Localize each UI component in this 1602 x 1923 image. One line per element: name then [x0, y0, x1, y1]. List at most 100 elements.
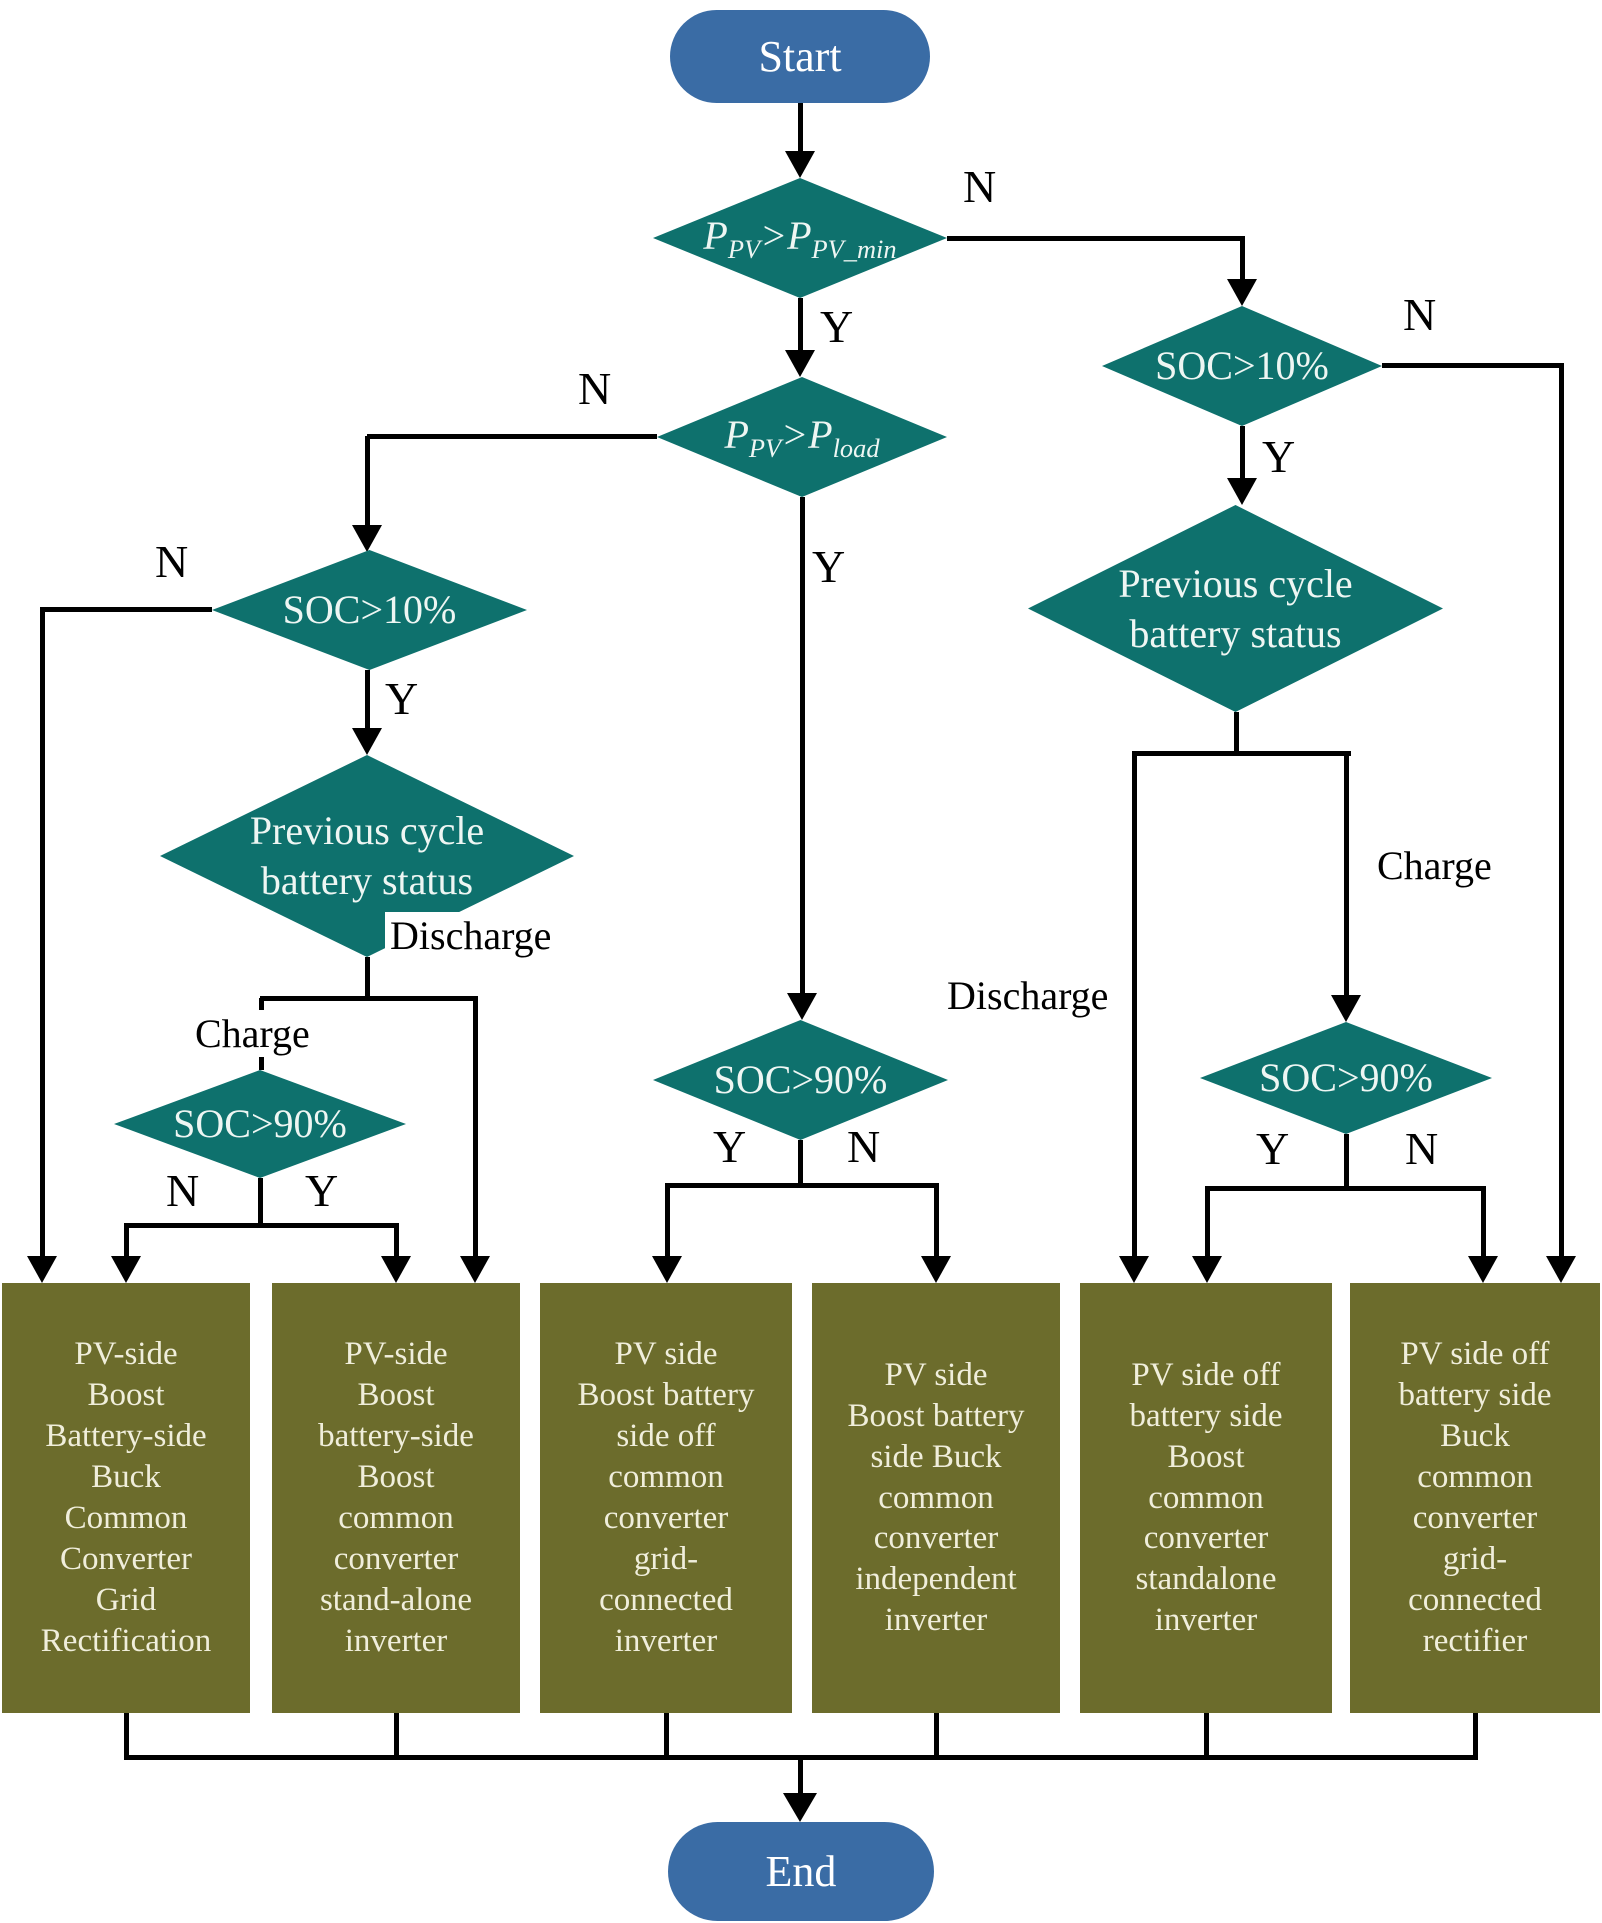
connector-line	[1473, 1713, 1478, 1760]
arrow-down-icon	[787, 993, 817, 1020]
decision-ppv-gt-pload-label: PPV>Pload	[724, 411, 880, 463]
connector-line	[258, 1178, 263, 1228]
decision-soc90-middle: SOC>90%	[653, 1020, 948, 1140]
label-d6-yes: Y	[1262, 431, 1296, 482]
connector-line	[664, 1713, 669, 1760]
process-box-5-label: PV side off battery side Boost common co…	[1129, 1356, 1283, 1639]
connector-line	[40, 609, 45, 1258]
connector-line	[1240, 426, 1245, 481]
arrow-down-icon	[352, 728, 382, 755]
connector-line	[124, 1713, 129, 1760]
arrow-down-icon	[783, 1793, 817, 1822]
connector-line	[1240, 238, 1245, 283]
connector-line	[40, 607, 212, 612]
label-d7-discharge: Discharge	[942, 972, 1114, 1019]
connector-line	[124, 1223, 399, 1228]
connector-line	[260, 996, 478, 1001]
connector-line	[473, 998, 478, 1258]
connector-line	[934, 1185, 939, 1260]
arrow-down-icon	[1546, 1256, 1576, 1283]
arrow-down-icon	[352, 525, 382, 552]
process-box-6-label: PV side off battery side Buck common con…	[1398, 1336, 1552, 1659]
decision-soc90-left: SOC>90%	[114, 1070, 406, 1178]
connector-line	[1132, 753, 1137, 1258]
label-d7-charge: Charge	[1372, 842, 1497, 889]
decision-ppv-gt-ppvmin-label: PPV>PPV_min	[703, 212, 897, 264]
connector-line	[365, 957, 370, 1000]
process-box-grid-connected-rectifier: PV side off battery side Buck common con…	[1350, 1283, 1600, 1713]
connector-line	[124, 1755, 1478, 1760]
label-d3-yes: Y	[385, 673, 419, 724]
label-d6-no: N	[1403, 289, 1437, 340]
label-d4-discharge: Discharge	[385, 912, 557, 959]
process-box-standalone-inverter-1: PV-side Boost battery-side Boost common …	[272, 1283, 520, 1713]
decision-ppv-gt-pload: PPV>Pload	[657, 377, 947, 497]
connector-line	[1234, 712, 1239, 756]
arrow-down-icon	[1227, 279, 1257, 306]
connector-line	[367, 434, 657, 439]
arrow-down-icon	[1468, 1256, 1498, 1283]
label-d8-yes: Y	[1256, 1123, 1290, 1174]
connector-line	[800, 497, 805, 994]
connector-line	[1204, 1713, 1209, 1760]
end-label: End	[765, 1847, 837, 1896]
arrow-down-icon	[1331, 995, 1361, 1022]
connector-line	[1344, 1134, 1349, 1190]
decision-soc90-left-label: SOC>90%	[173, 1101, 347, 1146]
label-d5-yes: Y	[305, 1165, 339, 1216]
arrow-down-icon	[1227, 478, 1257, 505]
start-node: Start	[670, 10, 930, 103]
decision-soc90-right-label: SOC>90%	[1259, 1055, 1433, 1100]
label-d1-yes: Y	[820, 301, 854, 352]
arrow-down-icon	[785, 151, 815, 178]
arrow-down-icon	[460, 1256, 490, 1283]
decision-soc10-right-label: SOC>10%	[1155, 343, 1329, 388]
label-d2-yes: Y	[812, 541, 846, 592]
connector-line	[798, 103, 803, 155]
connector-line	[124, 1225, 129, 1260]
connector-line	[1559, 365, 1564, 1258]
connector-line	[1481, 1188, 1486, 1260]
connector-line	[394, 1713, 399, 1760]
connector-line	[1132, 751, 1351, 756]
label-d5-no: N	[166, 1165, 200, 1216]
decision-prev-cycle-right: Previous cycle battery status	[1028, 505, 1443, 712]
arrow-down-icon	[921, 1256, 951, 1283]
arrow-down-icon	[27, 1256, 57, 1283]
arrow-down-icon	[1192, 1256, 1222, 1283]
connector-line	[665, 1183, 939, 1188]
process-box-3-label: PV side Boost battery side off common co…	[577, 1336, 755, 1659]
label-d4-charge: Charge	[190, 1010, 315, 1057]
decision-soc10-left: SOC>10%	[212, 550, 527, 670]
decision-prev-cycle-right-label: Previous cycle battery status	[1118, 560, 1353, 656]
process-box-4-label: PV side Boost battery side Buck common c…	[847, 1356, 1025, 1639]
label-d8-no: N	[1405, 1123, 1439, 1174]
process-box-grid-connected-inverter: PV side Boost battery side off common co…	[540, 1283, 792, 1713]
label-d2-no: N	[578, 363, 612, 414]
connector-line	[394, 1225, 399, 1260]
connector-line	[798, 1758, 803, 1798]
decision-prev-cycle-left-label: Previous cycle battery status	[249, 808, 485, 903]
arrow-down-icon	[381, 1256, 411, 1283]
decision-soc90-right: SOC>90%	[1200, 1022, 1492, 1134]
process-box-grid-rectification: PV-side Boost Battery-side Buck Common C…	[2, 1283, 250, 1713]
process-box-standalone-inverter-2: PV side off battery side Boost common co…	[1080, 1283, 1332, 1713]
process-box-independent-inverter: PV side Boost battery side Buck common c…	[812, 1283, 1060, 1713]
label-d1-no: N	[963, 161, 997, 212]
connector-line	[947, 236, 1245, 241]
arrow-down-icon	[652, 1256, 682, 1283]
connector-line	[665, 1185, 670, 1260]
process-box-2-label: PV-side Boost battery-side Boost common …	[318, 1336, 474, 1659]
decision-ppv-gt-ppvmin: PPV>PPV_min	[653, 178, 947, 298]
connector-line	[365, 670, 370, 730]
process-box-1-label: PV-side Boost Battery-side Buck Common C…	[40, 1336, 212, 1659]
start-label: Start	[758, 32, 842, 81]
connector-line	[1382, 363, 1564, 368]
end-node: End	[668, 1822, 934, 1921]
arrow-down-icon	[111, 1256, 141, 1283]
decision-soc10-right: SOC>10%	[1102, 306, 1382, 426]
decision-soc10-left-label: SOC>10%	[282, 587, 457, 632]
connector-line	[798, 1140, 803, 1188]
connector-line	[798, 298, 803, 352]
